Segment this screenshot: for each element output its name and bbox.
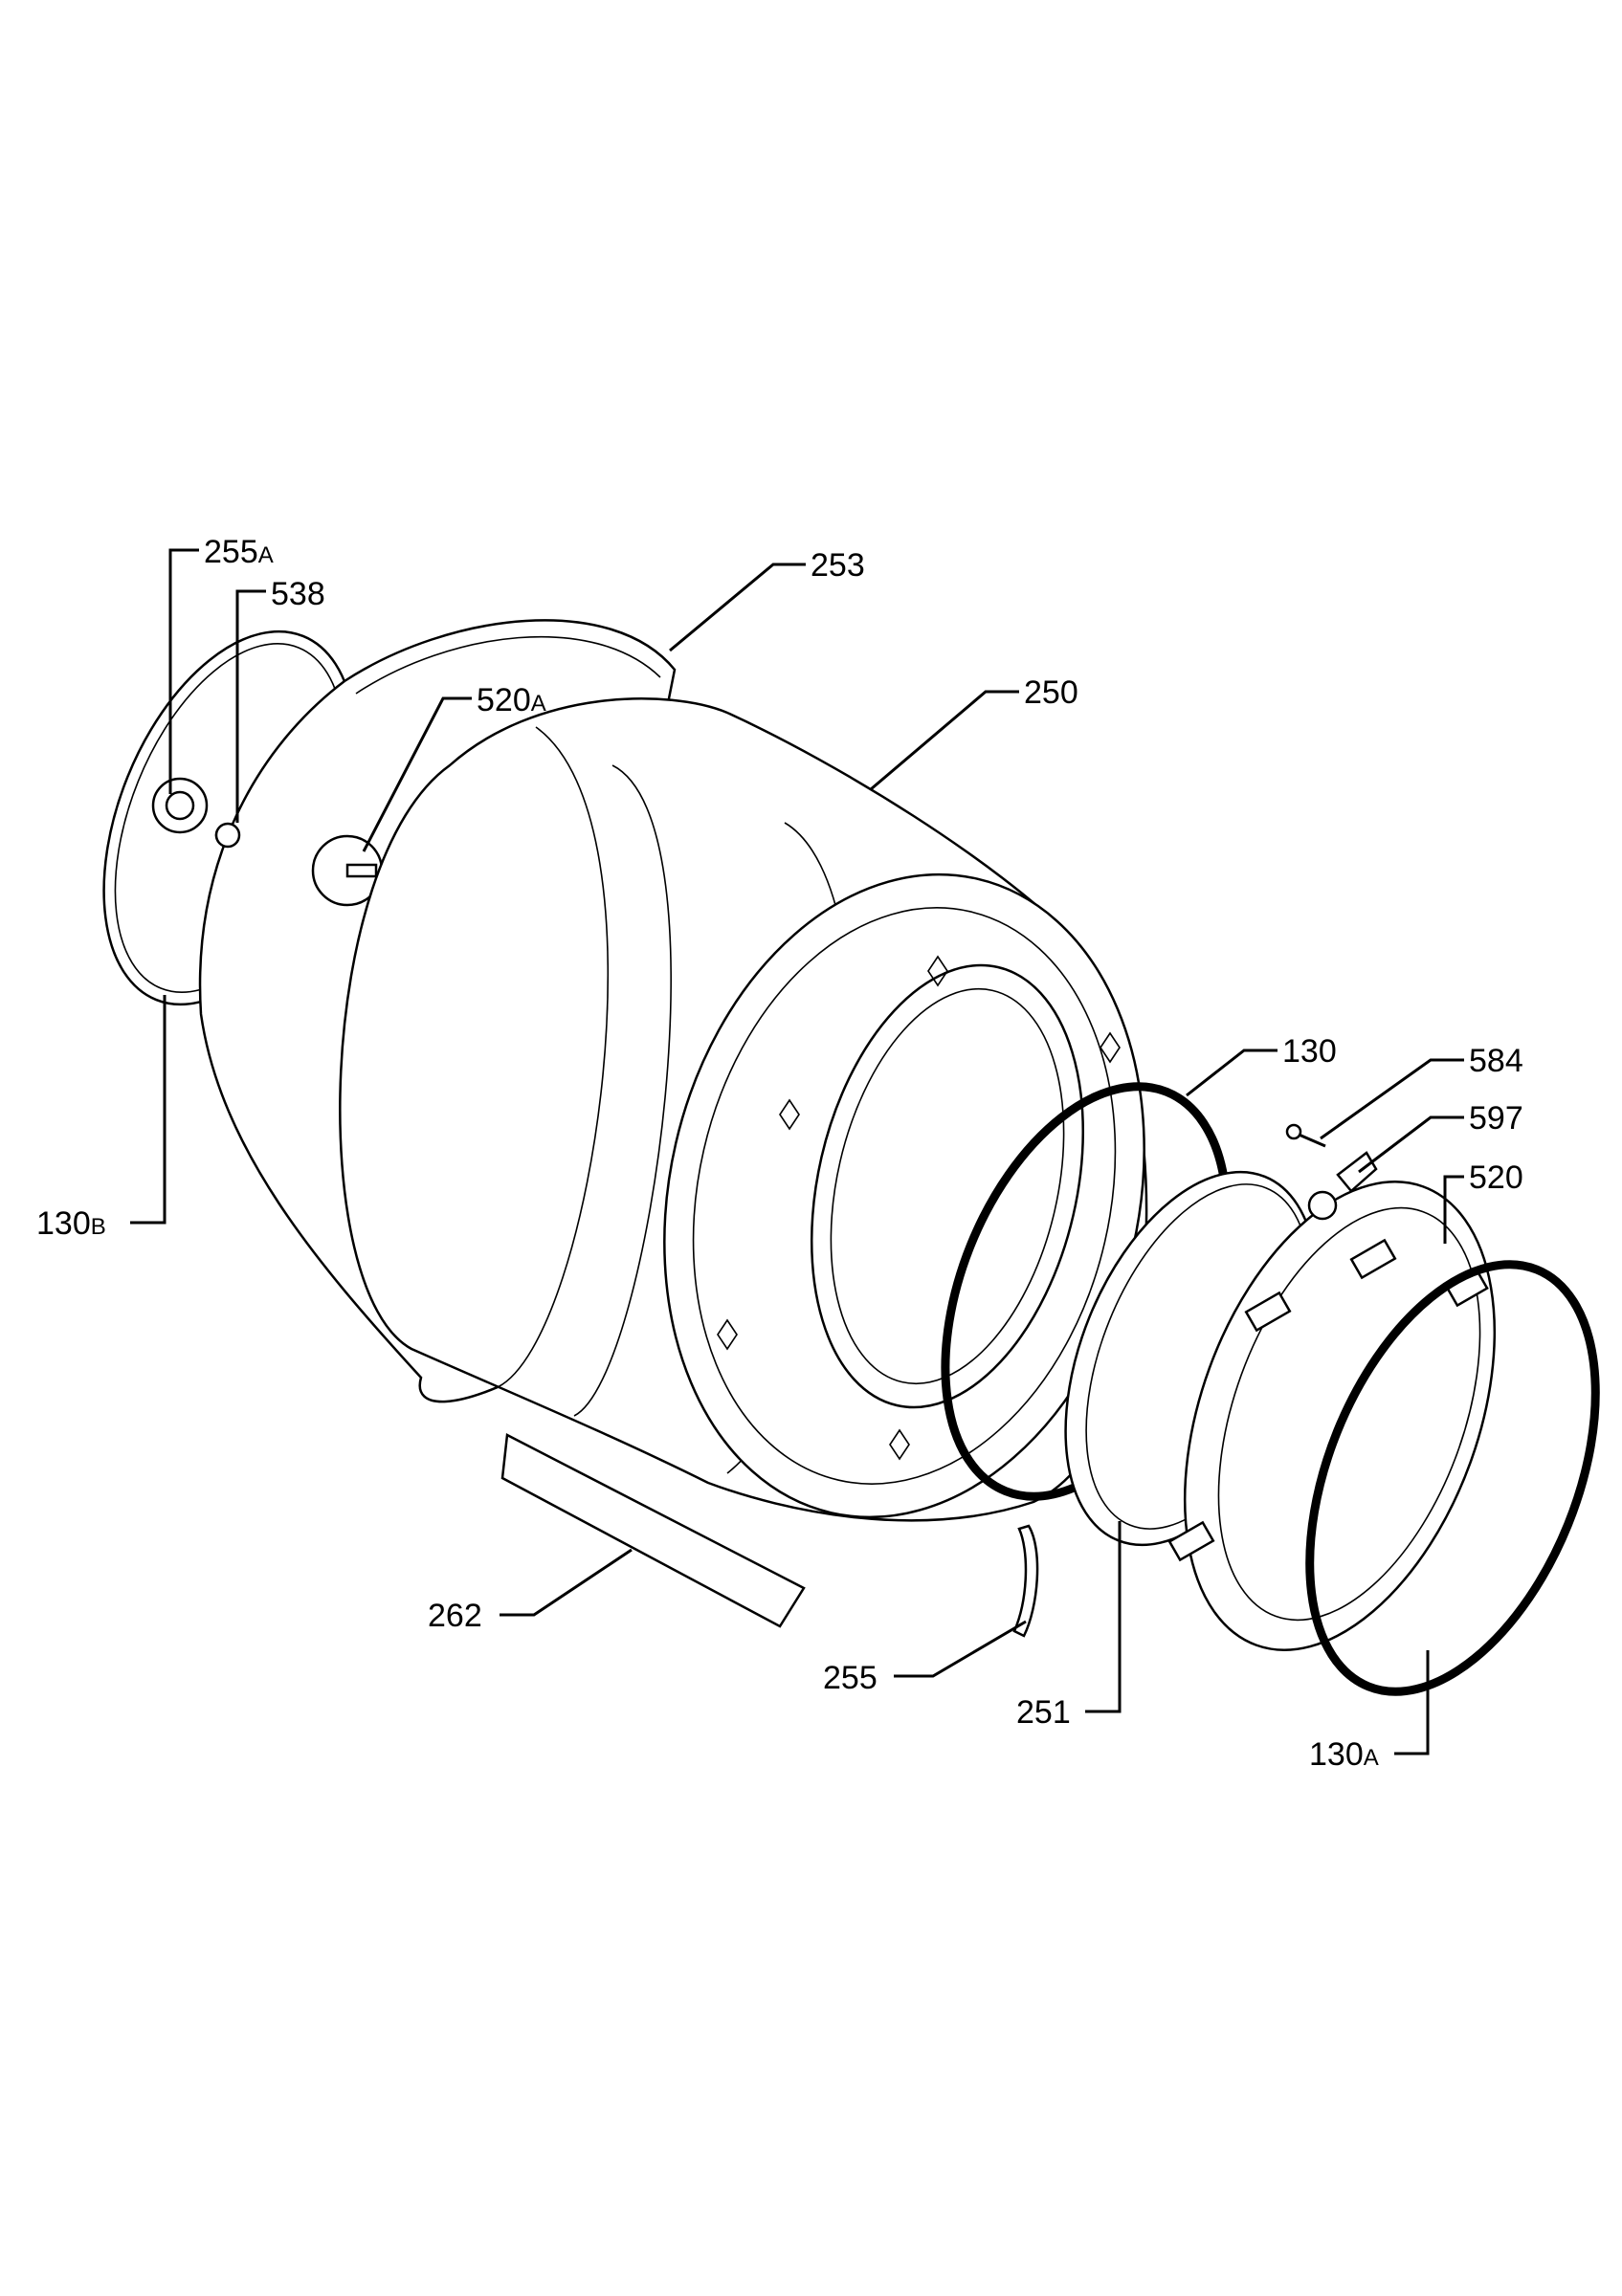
clip-597 (1336, 1151, 1378, 1193)
drum-front-face (663, 872, 1145, 1519)
label-597: 597 (1469, 1100, 1523, 1137)
label-253: 253 (811, 547, 865, 584)
leader-lines (130, 548, 1464, 1755)
label-520: 520 (1469, 1159, 1523, 1196)
label-130b: 130B (36, 1205, 106, 1242)
label-251: 251 (1016, 1694, 1071, 1731)
label-255a: 255A (204, 534, 274, 570)
part-labels: 255A 538 253 520A 250 130B 130 584 597 5… (36, 534, 1523, 1773)
label-262: 262 (428, 1598, 482, 1634)
label-520a: 520A (477, 682, 546, 718)
label-584: 584 (1469, 1043, 1523, 1079)
washer-538 (214, 822, 241, 849)
screw-584 (1285, 1123, 1326, 1148)
front-seal (1305, 1260, 1600, 1696)
slide-pad-255 (1012, 1524, 1039, 1638)
label-255: 255 (823, 1660, 878, 1696)
drum-lifter-262 (500, 1433, 806, 1628)
label-130a: 130A (1309, 1736, 1379, 1773)
label-130: 130 (1282, 1033, 1337, 1070)
label-538: 538 (271, 576, 325, 612)
label-250: 250 (1024, 674, 1078, 711)
